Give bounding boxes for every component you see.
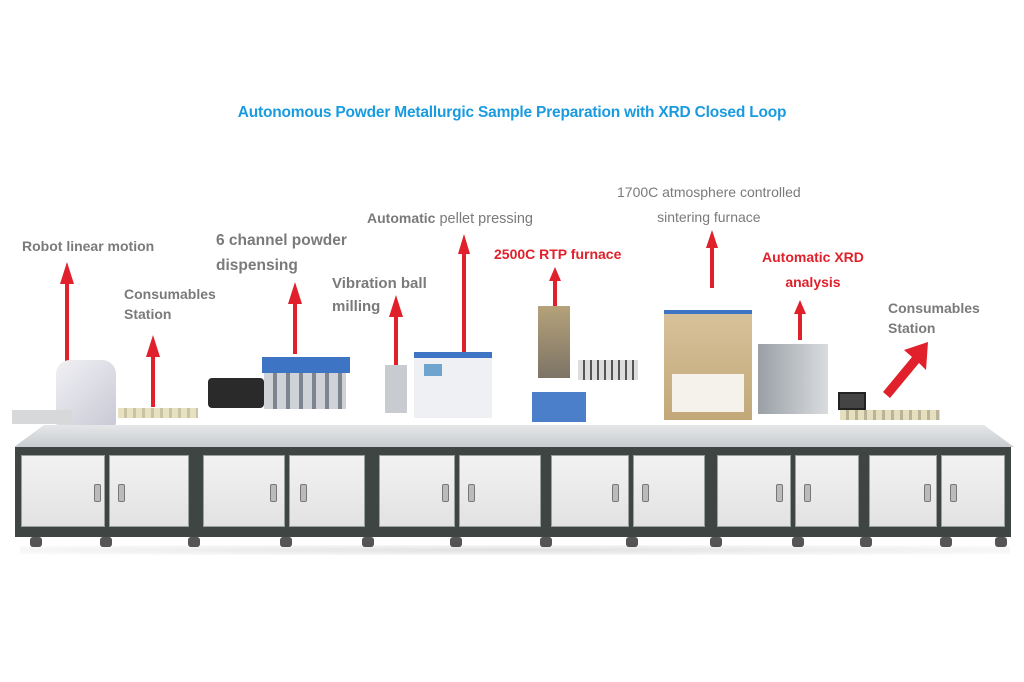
bench-top — [14, 425, 1014, 447]
cabinet-door — [551, 455, 629, 527]
dispensing-gantry — [208, 378, 264, 408]
caster-wheel — [188, 537, 200, 547]
arrow-up-icon — [458, 234, 470, 364]
label-text: dispensing — [216, 256, 298, 274]
label-pellet-pressing: Automatic pellet pressing — [367, 209, 533, 229]
label-consumables-station-right: Consumables Station — [888, 298, 980, 339]
arrow-up-icon — [794, 300, 806, 340]
label-text: 2500C RTP furnace — [494, 246, 622, 262]
label-powder-dispensing: 6 channel powder dispensing — [216, 229, 347, 279]
label-text: Consumables — [124, 286, 216, 302]
furnace-opening — [672, 374, 744, 412]
caster-wheel — [626, 537, 638, 547]
caster-wheel — [540, 537, 552, 547]
pellet-press — [414, 352, 492, 418]
arrow-up-icon — [288, 282, 302, 354]
caster-wheel — [450, 537, 462, 547]
label-text: 1700C atmosphere controlled — [617, 184, 801, 200]
cabinet-door — [203, 455, 285, 527]
cabinet-door — [21, 455, 105, 527]
arrow-diagonal-icon — [883, 342, 928, 398]
press-screen — [424, 364, 442, 376]
rtp-furnace-base — [532, 392, 586, 422]
caster-wheel — [710, 537, 722, 547]
label-text: Vibration ball — [332, 275, 427, 292]
consumables-tray-right — [840, 410, 940, 420]
cabinet-row — [15, 447, 1011, 537]
diagram-title: Autonomous Powder Metallurgic Sample Pre… — [237, 104, 787, 121]
caster-wheel — [792, 537, 804, 547]
arrow-up-icon — [389, 295, 403, 365]
caster-wheel — [940, 537, 952, 547]
label-text: Robot linear motion — [22, 238, 155, 254]
label-xrd-analysis: Automatic XRD analysis — [762, 245, 864, 294]
cabinet-door — [717, 455, 791, 527]
label-text-bold: Automatic — [367, 210, 436, 226]
cabinet-door — [289, 455, 365, 527]
label-text: pellet pressing — [435, 211, 533, 227]
tray-left — [12, 410, 72, 424]
sample-rack — [578, 360, 638, 380]
arrow-up-icon — [146, 335, 160, 407]
xrd-analyzer — [758, 344, 828, 414]
label-text: Consumables — [888, 300, 980, 316]
arrow-up-icon — [549, 267, 561, 307]
rtp-furnace — [538, 306, 570, 378]
label-text: 6 channel powder — [216, 232, 347, 249]
label-robot-linear-motion: Robot linear motion — [22, 237, 154, 257]
label-text: Station — [888, 320, 936, 337]
cabinet-door — [869, 455, 937, 527]
label-vibration-ball-milling: Vibration ball milling — [332, 272, 427, 319]
cabinet-door — [941, 455, 1005, 527]
arrow-up-icon — [60, 262, 74, 382]
label-consumables-station-left: Consumables Station — [124, 284, 216, 325]
consumables-tray-left — [118, 408, 198, 418]
caster-wheel — [100, 537, 112, 547]
cabinet-door — [379, 455, 455, 527]
label-text: analysis — [785, 273, 841, 290]
caster-wheel — [280, 537, 292, 547]
label-text: Station — [124, 306, 172, 323]
caster-wheel — [30, 537, 42, 547]
ball-mill — [385, 365, 407, 413]
label-text: sintering furnace — [657, 208, 761, 225]
cabinet-door — [795, 455, 859, 527]
caster-wheel — [860, 537, 872, 547]
caster-wheel — [362, 537, 374, 547]
floor-shadow — [20, 545, 1010, 555]
laptop — [838, 392, 866, 410]
arrow-up-icon — [706, 230, 718, 288]
cabinet-door — [459, 455, 541, 527]
label-text: milling — [332, 298, 381, 316]
dispenser-heads — [264, 373, 346, 409]
powder-dispenser — [262, 357, 350, 373]
label-rtp-furnace: 2500C RTP furnace — [494, 245, 621, 265]
cabinet-door — [109, 455, 189, 527]
label-sintering-furnace: 1700C atmosphere controlled sintering fu… — [617, 180, 801, 229]
caster-wheel — [995, 537, 1007, 547]
label-text: Automatic XRD — [762, 249, 864, 265]
cabinet-door — [633, 455, 705, 527]
